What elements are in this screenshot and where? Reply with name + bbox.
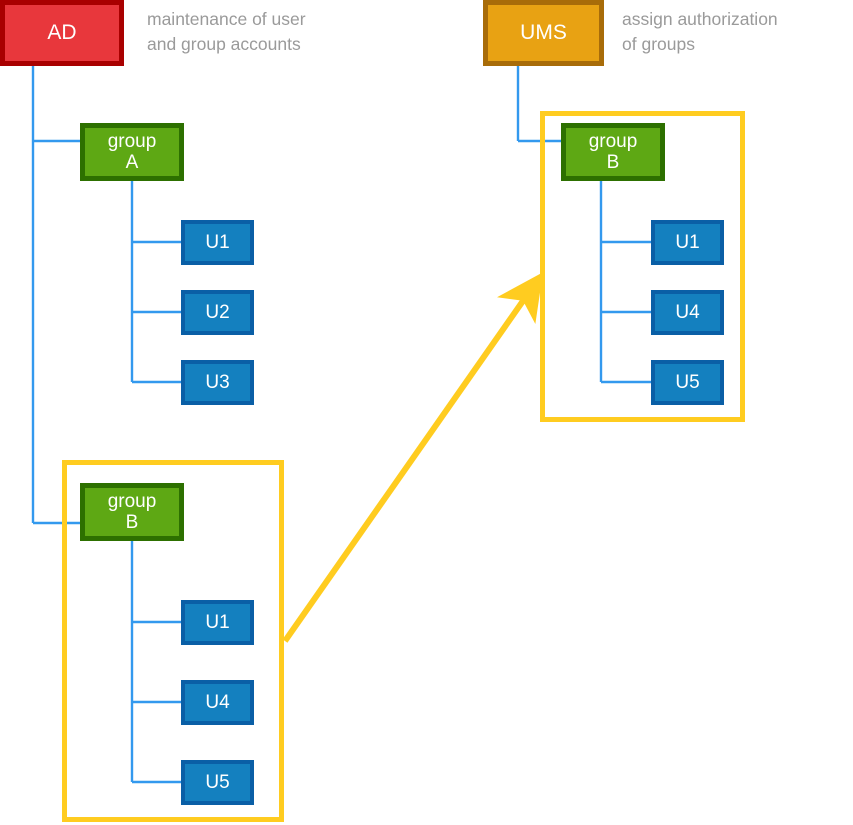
group-node-ad-group-b[interactable]: group B (80, 483, 184, 541)
user-node-ad-group-b-2[interactable]: U4 (181, 680, 254, 725)
annotation-ad: maintenance of user and group accounts (147, 9, 306, 54)
user-node-ad-group-a-3[interactable]: U3 (181, 360, 254, 405)
group-a-connectors (130, 181, 181, 384)
user-node-ad-group-b-1[interactable]: U1 (181, 600, 254, 645)
ad-connectors (31, 65, 80, 525)
user-node-ad-group-a-1[interactable]: U1 (181, 220, 254, 265)
user-node-ums-group-b-1[interactable]: U1 (651, 220, 724, 265)
ad-group-b-container (62, 460, 284, 822)
user-node-ums-group-b-2[interactable]: U4 (651, 290, 724, 335)
group-node-ad-group-a[interactable]: group A (80, 123, 184, 181)
system-node-ad[interactable]: AD (0, 0, 124, 66)
ums-group-b-container (540, 111, 745, 422)
user-node-ad-group-a-2[interactable]: U2 (181, 290, 254, 335)
group-b-sync-arrow (282, 272, 544, 643)
annotation-ums: assign authorization of groups (622, 9, 778, 54)
user-node-ums-group-b-3[interactable]: U5 (651, 360, 724, 405)
group-node-ums-group-b[interactable]: group B (561, 123, 665, 181)
user-node-ad-group-b-3[interactable]: U5 (181, 760, 254, 805)
system-node-ums[interactable]: UMS (483, 0, 604, 66)
